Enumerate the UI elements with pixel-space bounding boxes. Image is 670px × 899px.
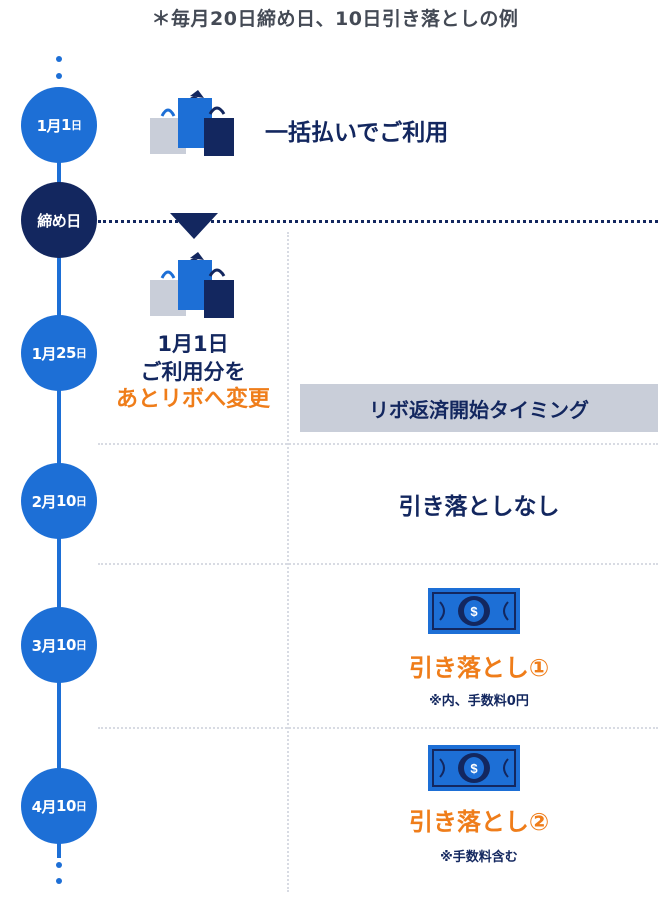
shopping-bags-icon [150,90,234,156]
row-divider-3 [98,727,658,729]
revo-start-timing-box: リボ返済開始タイミング [300,384,658,432]
change-usage: ご利用分を [140,360,246,384]
banknote-icon: $ [428,588,520,634]
node-cutoff: 締め日 [21,182,97,258]
withdrawal-1-note: ※内、手数料0円 [429,694,529,709]
change-label: 1月1日 ご利用分を あとリボへ変更 [98,330,288,414]
withdrawal-2-title: 引き落とし② [408,808,550,836]
row-divider-1 [98,443,658,445]
change-date: 1月1日 [157,332,229,356]
withdrawal-2-note: ※手数料含む [440,850,518,865]
change-after-revo: あとリボへ変更 [115,387,270,412]
svg-text:$: $ [470,604,478,619]
timeline-dot-bottom-2 [56,878,62,884]
example-note: ＊毎月20日締め日、10日引き落としの例 [151,8,519,30]
banknote-icon: $ [428,745,520,791]
usage-text: 一括払いでご利用 [265,120,449,146]
withdrawal-1-title: 引き落とし① [408,654,550,682]
down-arrow-icon [170,213,218,239]
row-divider-2 [98,563,658,565]
timeline-dot-top-2 [56,73,62,79]
svg-text:$: $ [470,761,478,776]
no-withdrawal-text: 引き落としなし [398,494,560,520]
cutoff-line [98,220,658,223]
shopping-bags-icon [150,252,234,318]
timeline-dot-top-1 [56,56,62,62]
timeline-dot-bottom-1 [56,862,62,868]
column-divider [287,232,289,892]
